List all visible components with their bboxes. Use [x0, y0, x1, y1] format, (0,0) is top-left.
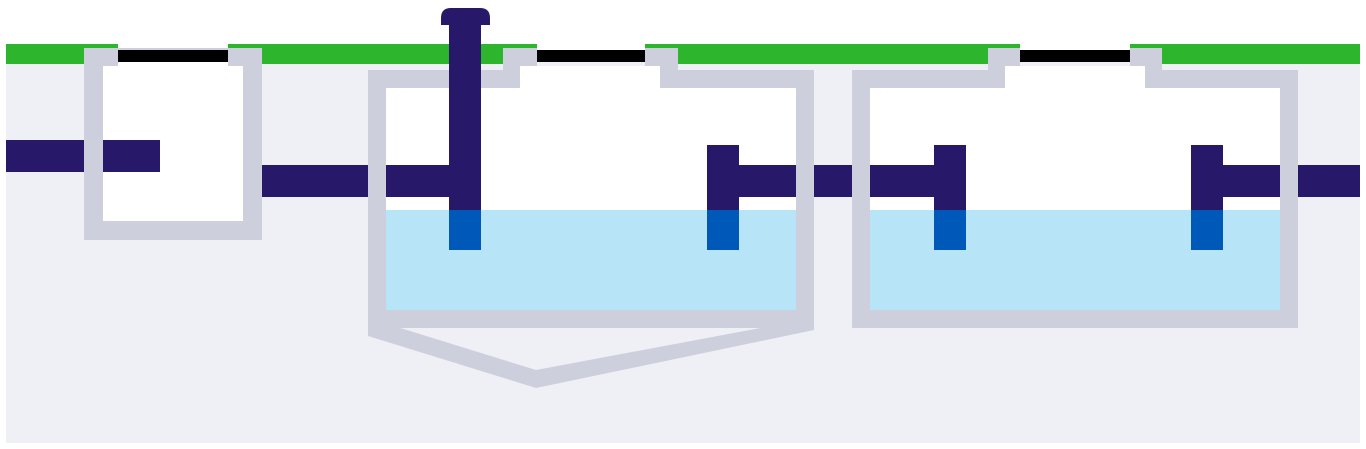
- chamber-to-tank-pipe: [262, 165, 368, 197]
- secondary-inlet-submerged: [934, 210, 966, 250]
- vent-cap: [441, 8, 490, 25]
- grass-right: [1130, 44, 1360, 64]
- vent-pipe-submerged: [449, 210, 481, 250]
- inlet-pipe: [6, 140, 84, 172]
- primary-tank-lid: [537, 50, 645, 62]
- grass-middle: [228, 44, 537, 64]
- primary-tank-cone-bottom: [368, 318, 814, 388]
- primary-outlet-tee-horizontal: [739, 165, 796, 197]
- primary-inlet-pipe: [386, 165, 456, 197]
- primary-outlet-submerged: [707, 210, 739, 250]
- inlet-pipe-inside-chamber: [103, 140, 160, 172]
- outlet-pipe: [1298, 165, 1360, 197]
- grass-right-middle: [645, 44, 1020, 64]
- secondary-inlet-tee-horizontal: [870, 165, 934, 197]
- chamber-lid: [118, 50, 228, 62]
- secondary-tank-riser-opening: [1005, 66, 1145, 88]
- primary-tank-riser-opening: [520, 66, 660, 88]
- secondary-outlet-submerged: [1191, 210, 1223, 250]
- chamber-lid-gap-fill: [118, 62, 228, 66]
- secondary-outlet-tee-horizontal: [1223, 165, 1280, 197]
- secondary-tank-lid: [1020, 50, 1130, 62]
- submerged-pipe-ends: [449, 210, 1223, 250]
- tank-connector-pipe: [814, 165, 852, 197]
